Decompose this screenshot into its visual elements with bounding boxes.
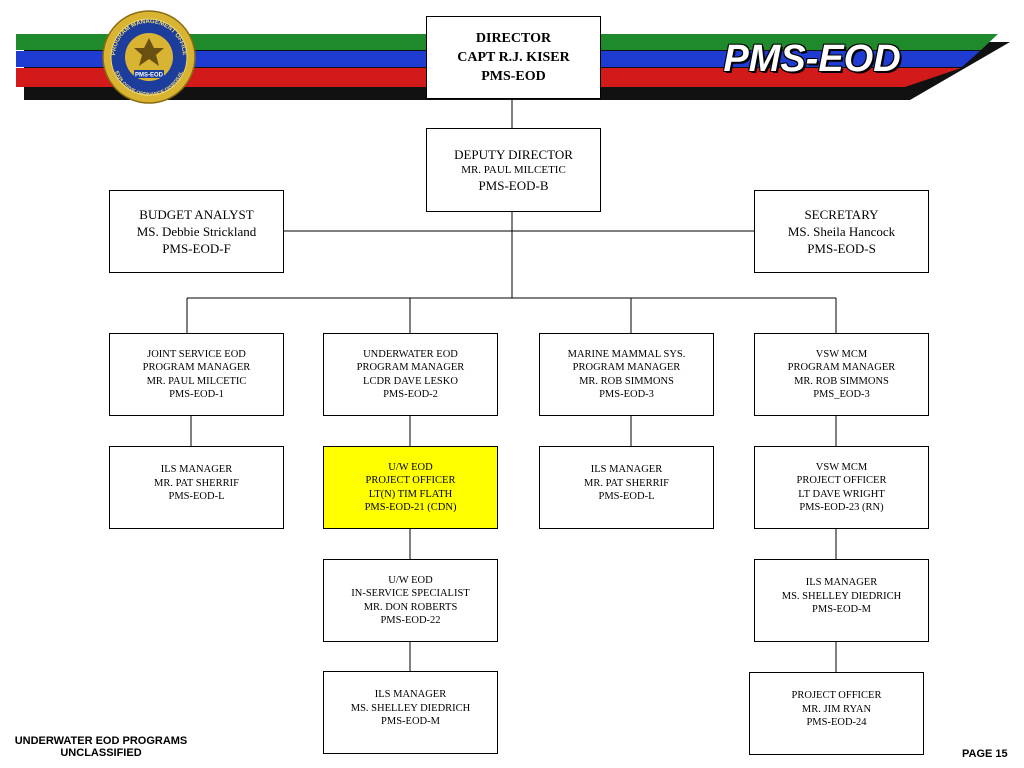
line: PMS-EOD-L (598, 491, 655, 502)
line: PROJECT OFFICER (791, 690, 882, 701)
deputy-title: DEPUTY DIRECTOR (454, 147, 573, 162)
line: U/W EOD (388, 574, 433, 586)
director-name: CAPT R.J. KISER (457, 50, 570, 65)
pm-marine-mammal-box: MARINE MAMMAL SYS. PROGRAM MANAGER MR. R… (539, 333, 714, 416)
secretary-code: PMS-EOD-S (807, 241, 876, 256)
pm-vsw-mcm-box: VSW MCM PROGRAM MANAGER MR. ROB SIMMONS … (754, 333, 929, 416)
line: PROGRAM MANAGER (142, 362, 251, 373)
uw-project-officer-box: U/W EOD PROJECT OFFICER LT(N) TIM FLATH … (323, 446, 498, 529)
line: PROGRAM MANAGER (356, 362, 465, 373)
deputy-name: MR. PAUL MILCETIC (461, 164, 566, 176)
footer-program-label: UNDERWATER EOD PROGRAMS UNCLASSIFIED (10, 735, 192, 759)
vsw-project-officer-box: VSW MCM PROJECT OFFICER LT DAVE WRIGHT P… (754, 446, 929, 529)
line: PROJECT OFFICER (796, 475, 887, 486)
director-code: PMS-EOD (481, 69, 546, 84)
line: IN-SERVICE SPECIALIST (351, 588, 470, 599)
line: ILS MANAGER (160, 464, 233, 475)
line: MR. PAUL MILCETIC (146, 375, 247, 387)
deputy-code: PMS-EOD-B (478, 178, 549, 193)
uw-inservice-specialist-box: U/W EOD IN-SERVICE SPECIALIST MR. DON RO… (323, 559, 498, 642)
line: PROGRAM MANAGER (787, 362, 896, 373)
line: PMS-EOD-23 (RN) (799, 502, 884, 513)
ils-manager-uw-box: ILS MANAGER MS. SHELLEY DIEDRICH PMS-EOD… (323, 671, 498, 754)
line: PMS-EOD-22 (380, 615, 441, 626)
director-box: DIRECTOR CAPT R.J. KISER PMS-EOD (426, 16, 601, 99)
line: PMS-EOD-2 (383, 389, 438, 400)
line: PMS_EOD-3 (813, 389, 870, 400)
director-title: DIRECTOR (475, 31, 552, 46)
deputy-director-box: DEPUTY DIRECTOR MR. PAUL MILCETIC PMS-EO… (426, 128, 601, 212)
line: MS. SHELLEY DIEDRICH (350, 702, 471, 714)
line: VSW MCM (815, 461, 868, 473)
line: MR. ROB SIMMONS (579, 375, 674, 387)
page-number: PAGE 15 (962, 748, 1008, 760)
seal-logo: PMS-EOD PROGRAM MANAGEMENT OFFICE EXPLOS… (102, 10, 196, 104)
footer-classification: UNCLASSIFIED (60, 747, 142, 759)
seal-center-label: PMS-EOD (135, 73, 164, 79)
line: PMS-EOD-M (381, 716, 440, 727)
line: ILS MANAGER (374, 689, 447, 700)
line: U/W EOD (388, 461, 433, 473)
line: PMS-EOD-1 (169, 389, 224, 400)
budget-code: PMS-EOD-F (162, 241, 231, 256)
line: MR. PAT SHERRIF (154, 477, 239, 489)
line: PROJECT OFFICER (365, 475, 456, 486)
line: MARINE MAMMAL SYS. (567, 348, 686, 360)
line: MS. SHELLEY DIEDRICH (781, 590, 902, 602)
pm-underwater-box: UNDERWATER EOD PROGRAM MANAGER LCDR DAVE… (323, 333, 498, 416)
line: PMS-EOD-M (812, 604, 871, 615)
line: UNDERWATER EOD (363, 348, 458, 360)
budget-analyst-box: BUDGET ANALYST MS. Debbie Strickland PMS… (109, 190, 284, 273)
ils-manager-marine-box: ILS MANAGER MR. PAT SHERRIF PMS-EOD-L (539, 446, 714, 529)
line: LT(N) TIM FLATH (368, 488, 453, 500)
line: PMS-EOD-3 (599, 389, 654, 400)
line: PMS-EOD-21 (CDN) (364, 502, 457, 513)
budget-title: BUDGET ANALYST (139, 207, 254, 222)
pm-joint-service-box: JOINT SERVICE EOD PROGRAM MANAGER MR. PA… (109, 333, 284, 416)
line: MR. DON ROBERTS (363, 601, 458, 613)
line: PMS-EOD-L (168, 491, 225, 502)
line: PROGRAM MANAGER (572, 362, 681, 373)
brand-title: PMS-EOD (723, 38, 901, 80)
secretary-name: MS. Sheila Hancock (787, 224, 896, 239)
line: LCDR DAVE LESKO (363, 375, 458, 387)
line: ILS MANAGER (805, 577, 878, 588)
line: LT DAVE WRIGHT (798, 488, 885, 500)
secretary-title: SECRETARY (804, 207, 879, 222)
line: MR. JIM RYAN (801, 703, 872, 715)
ils-manager-joint-box: ILS MANAGER MR. PAT SHERRIF PMS-EOD-L (109, 446, 284, 529)
secretary-box: SECRETARY MS. Sheila Hancock PMS-EOD-S (754, 190, 929, 273)
project-officer-24-box: PROJECT OFFICER MR. JIM RYAN PMS-EOD-24 (749, 672, 924, 755)
ils-manager-vsw-box: ILS MANAGER MS. SHELLEY DIEDRICH PMS-EOD… (754, 559, 929, 642)
line: PMS-EOD-24 (806, 717, 867, 728)
footer-line1: UNDERWATER EOD PROGRAMS (14, 735, 188, 747)
budget-name: MS. Debbie Strickland (136, 224, 257, 239)
line: ILS MANAGER (590, 464, 663, 475)
line: JOINT SERVICE EOD (147, 348, 246, 360)
line: VSW MCM (815, 348, 868, 360)
line: MR. PAT SHERRIF (584, 477, 669, 489)
line: MR. ROB SIMMONS (794, 375, 889, 387)
